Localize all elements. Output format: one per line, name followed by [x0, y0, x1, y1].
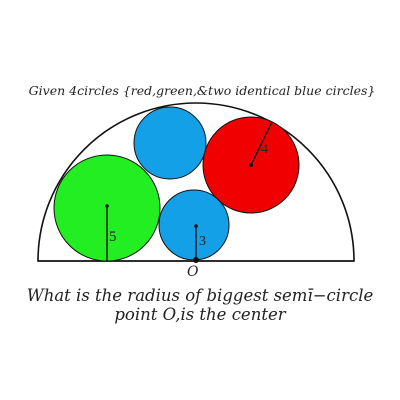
- red-radius-line: [250, 121, 273, 166]
- question-line-2: point O,is the center: [114, 305, 286, 324]
- center-label: O: [187, 264, 199, 280]
- big-semicircle: [37, 102, 355, 262]
- green-center-dot: [105, 204, 109, 208]
- blue-circle-lower: [158, 189, 230, 261]
- red-radius-label: 4: [261, 142, 268, 157]
- header-text: Given 4circles {red,green,&two identical…: [29, 83, 376, 98]
- red-center-dot: [249, 163, 253, 167]
- question-line-1: What is the radius of biggest semī−circ…: [27, 286, 374, 305]
- center-point-o: [193, 257, 199, 263]
- blue-circle-upper: [133, 106, 207, 180]
- blue-center-dot: [194, 224, 198, 228]
- green-radius-label: 5: [109, 229, 117, 245]
- blue-radius-label: 3: [199, 234, 206, 249]
